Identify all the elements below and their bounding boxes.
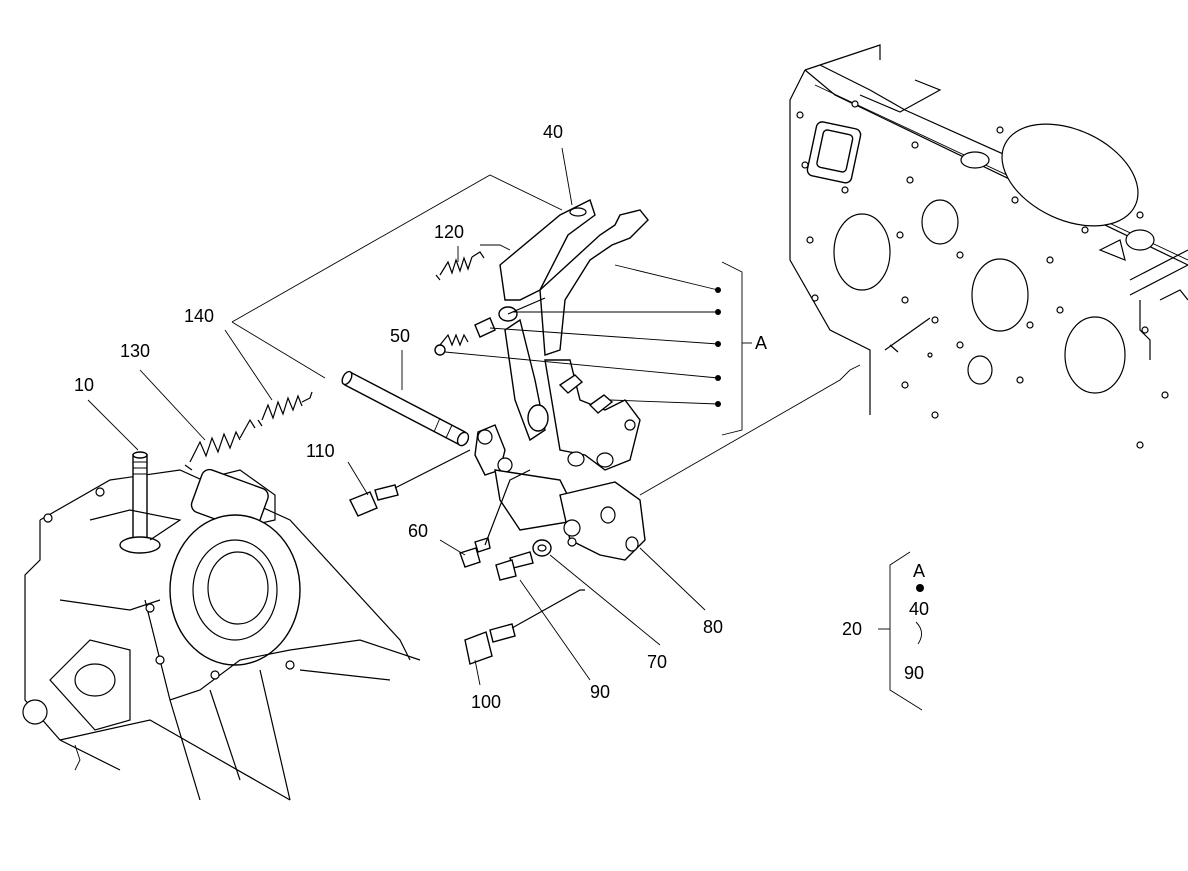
part-140-spring [257, 391, 313, 427]
kit-legend-item-40: 40 [909, 599, 929, 619]
part-120-spring [435, 251, 485, 281]
engine-block [789, 44, 1188, 449]
callout-40: 40 [543, 122, 563, 142]
gear-case [22, 468, 421, 801]
leader-lines [87, 147, 719, 686]
kit-legend-bracket [878, 551, 924, 711]
callout-100: 100 [471, 692, 501, 712]
part-90-bolt [495, 551, 534, 581]
callout-20: 20 [842, 619, 862, 639]
part-110-bolt [349, 449, 471, 517]
part-80-bracket [474, 424, 646, 561]
part-100-bolt [464, 589, 585, 665]
callout-130: 130 [120, 341, 150, 361]
part-130-spring [184, 418, 256, 471]
part-60-bolt [459, 469, 531, 568]
kit-legend-item-90: 90 [904, 663, 924, 683]
part-50-shaft [341, 370, 470, 447]
engine-bolt-holes [796, 100, 1169, 449]
callout-50: 50 [390, 326, 410, 346]
callout-60: 60 [408, 521, 428, 541]
callout-120: 120 [434, 222, 464, 242]
callout-80: 80 [703, 617, 723, 637]
callout-110: 110 [306, 441, 335, 461]
part-40-lever-assembly [434, 199, 649, 471]
kit-legend-group: A [913, 561, 925, 581]
callout-140: 140 [184, 306, 214, 326]
callout-group-a: A [755, 333, 767, 353]
callout-90: 90 [590, 682, 610, 702]
part-10-shaft [89, 451, 182, 554]
callout-10: 10 [74, 375, 94, 395]
group-a-bracket [715, 261, 752, 436]
part-70-washer [532, 539, 552, 557]
callout-70: 70 [647, 652, 667, 672]
